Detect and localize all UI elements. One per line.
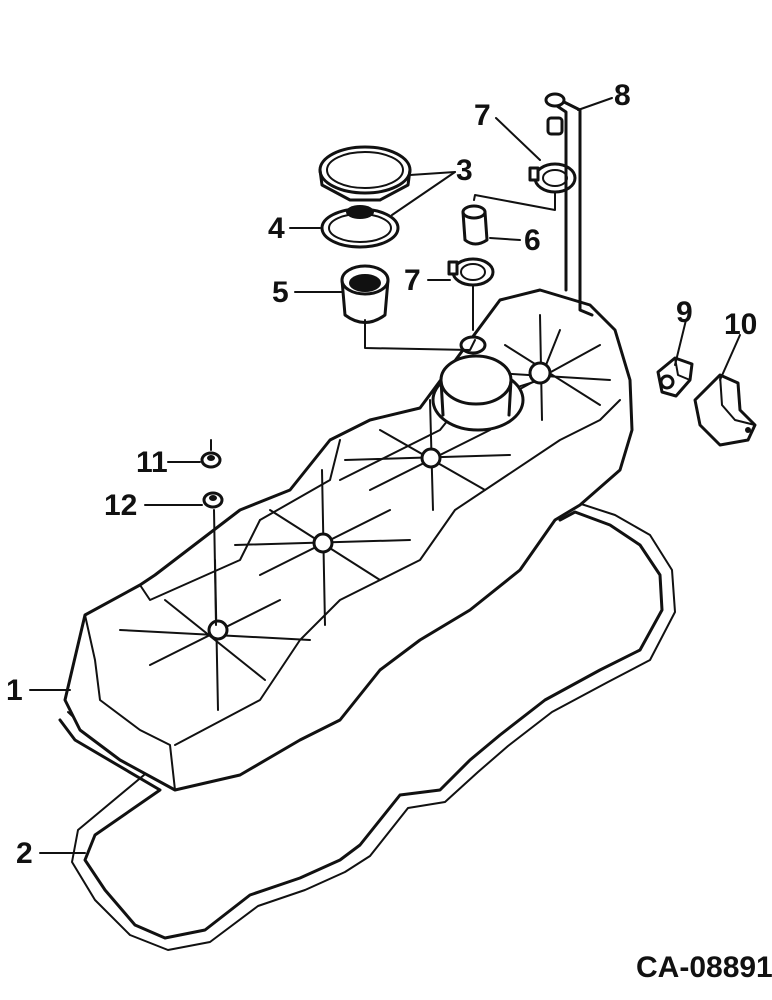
- cover-nut: [200, 439, 222, 469]
- callout-4: 4: [268, 212, 285, 245]
- callout-8: 8: [614, 79, 631, 112]
- drawing-code: CA-08891: [636, 951, 772, 984]
- breather-tube: [544, 92, 594, 317]
- callout-10: 10: [724, 308, 757, 341]
- filler-neck: [431, 335, 525, 432]
- callout-9: 9: [676, 296, 693, 329]
- callout-1: 1: [6, 674, 23, 707]
- tube-clip: [656, 356, 694, 398]
- valve-cover-gasket: [58, 501, 676, 951]
- mounting-bracket: [693, 373, 757, 447]
- callout-labels: 1 2 3 4 5 6 7 7 8 9 10 11 12: [6, 79, 757, 870]
- breather-element: [340, 264, 476, 351]
- callout-7-lower: 7: [404, 264, 421, 297]
- hose-clamp-upper: [528, 162, 577, 194]
- callout-6: 6: [524, 224, 541, 257]
- cover-washer: [202, 491, 224, 626]
- callout-3: 3: [456, 154, 473, 187]
- callout-11: 11: [136, 446, 168, 479]
- hose-clamp-lower: [447, 257, 495, 331]
- leader-lines: [29, 97, 741, 854]
- rib-pattern-2: [234, 469, 411, 626]
- callout-5: 5: [272, 276, 289, 309]
- callout-2: 2: [16, 837, 33, 870]
- rib-pattern-3: [344, 399, 511, 511]
- breather-hose: [461, 189, 556, 246]
- filler-cap-assembly: [318, 145, 412, 249]
- callout-12: 12: [104, 489, 137, 522]
- callout-7-upper: 7: [474, 99, 491, 132]
